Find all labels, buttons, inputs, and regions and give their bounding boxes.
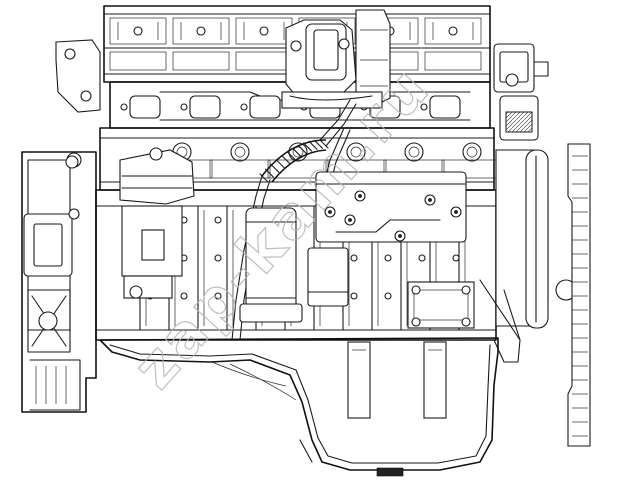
head-port-inner bbox=[350, 146, 362, 158]
head-port-inner bbox=[466, 146, 478, 158]
valve-cover-panel bbox=[109, 51, 167, 71]
lifting-bracket bbox=[55, 39, 101, 169]
valve-cover-bolt bbox=[448, 26, 458, 36]
manifold-runner bbox=[249, 95, 281, 119]
head-port bbox=[230, 142, 250, 162]
hose-corrugation bbox=[308, 140, 318, 150]
hose-corrugation bbox=[303, 142, 313, 152]
hose-corrugation bbox=[259, 173, 269, 183]
cooler-bolt-center bbox=[398, 234, 402, 238]
block-bolt bbox=[350, 292, 358, 300]
corrugated-hose bbox=[259, 139, 329, 183]
manifold-runner bbox=[429, 95, 461, 119]
cooler-bolt-center bbox=[358, 194, 362, 198]
block-bolt bbox=[350, 254, 358, 262]
block-bolt bbox=[214, 216, 222, 224]
turbocharger bbox=[281, 9, 391, 109]
valve-cover-panel bbox=[172, 51, 230, 71]
manifold-bolt bbox=[120, 103, 128, 111]
block-bolt bbox=[214, 292, 222, 300]
hose-corrugation bbox=[286, 151, 296, 161]
cooler-bolt-center bbox=[348, 218, 352, 222]
manifold-bolt bbox=[180, 103, 188, 111]
valve-cover-panel bbox=[235, 51, 293, 71]
manifold-bolt bbox=[420, 103, 428, 111]
valve-cover-bolt bbox=[259, 26, 269, 36]
hose-corrugation bbox=[264, 168, 275, 178]
head-boss bbox=[209, 159, 271, 179]
valve-cover-panel bbox=[424, 17, 482, 45]
head-port-inner bbox=[408, 146, 420, 158]
cooler-bolt-center bbox=[328, 210, 332, 214]
head-port-inner bbox=[292, 146, 304, 158]
hose-corrugation bbox=[281, 155, 291, 165]
valve-cover-panel bbox=[424, 51, 482, 71]
head-port-inner bbox=[234, 146, 246, 158]
valve-cover-bolt bbox=[196, 26, 206, 36]
block-bolt bbox=[418, 254, 426, 262]
block-bolt bbox=[214, 254, 222, 262]
oil-pan bbox=[99, 337, 499, 477]
head-port bbox=[346, 142, 366, 162]
block-bolt bbox=[384, 254, 392, 262]
block-bolt bbox=[384, 292, 392, 300]
hose-corrugation bbox=[292, 147, 302, 157]
head-port bbox=[404, 142, 424, 162]
manifold-bolt bbox=[240, 103, 248, 111]
manifold-runner bbox=[129, 95, 161, 119]
hose-corrugation bbox=[275, 159, 285, 169]
valve-cover-panel bbox=[109, 17, 167, 45]
hose-corrugation bbox=[270, 163, 280, 173]
cooler-bolt-center bbox=[428, 198, 432, 202]
fan-hub bbox=[567, 143, 591, 447]
flywheel-housing bbox=[21, 151, 97, 413]
hose-corrugation bbox=[319, 139, 329, 149]
fan-pulley bbox=[479, 149, 577, 363]
block-bolt bbox=[180, 292, 188, 300]
head-port bbox=[462, 142, 482, 162]
valve-cover-bolt bbox=[133, 26, 143, 36]
hose-corrugation bbox=[297, 144, 307, 154]
manifold-runner bbox=[189, 95, 221, 119]
cooler-bolt-center bbox=[454, 210, 458, 214]
oil-cooler bbox=[315, 171, 475, 329]
oil-filter bbox=[239, 207, 349, 323]
hose-corrugation bbox=[313, 139, 324, 149]
valve-cover-panel bbox=[172, 17, 230, 45]
block-bolt bbox=[452, 254, 460, 262]
thermostat-housing bbox=[493, 43, 549, 141]
air-compressor bbox=[119, 147, 195, 299]
